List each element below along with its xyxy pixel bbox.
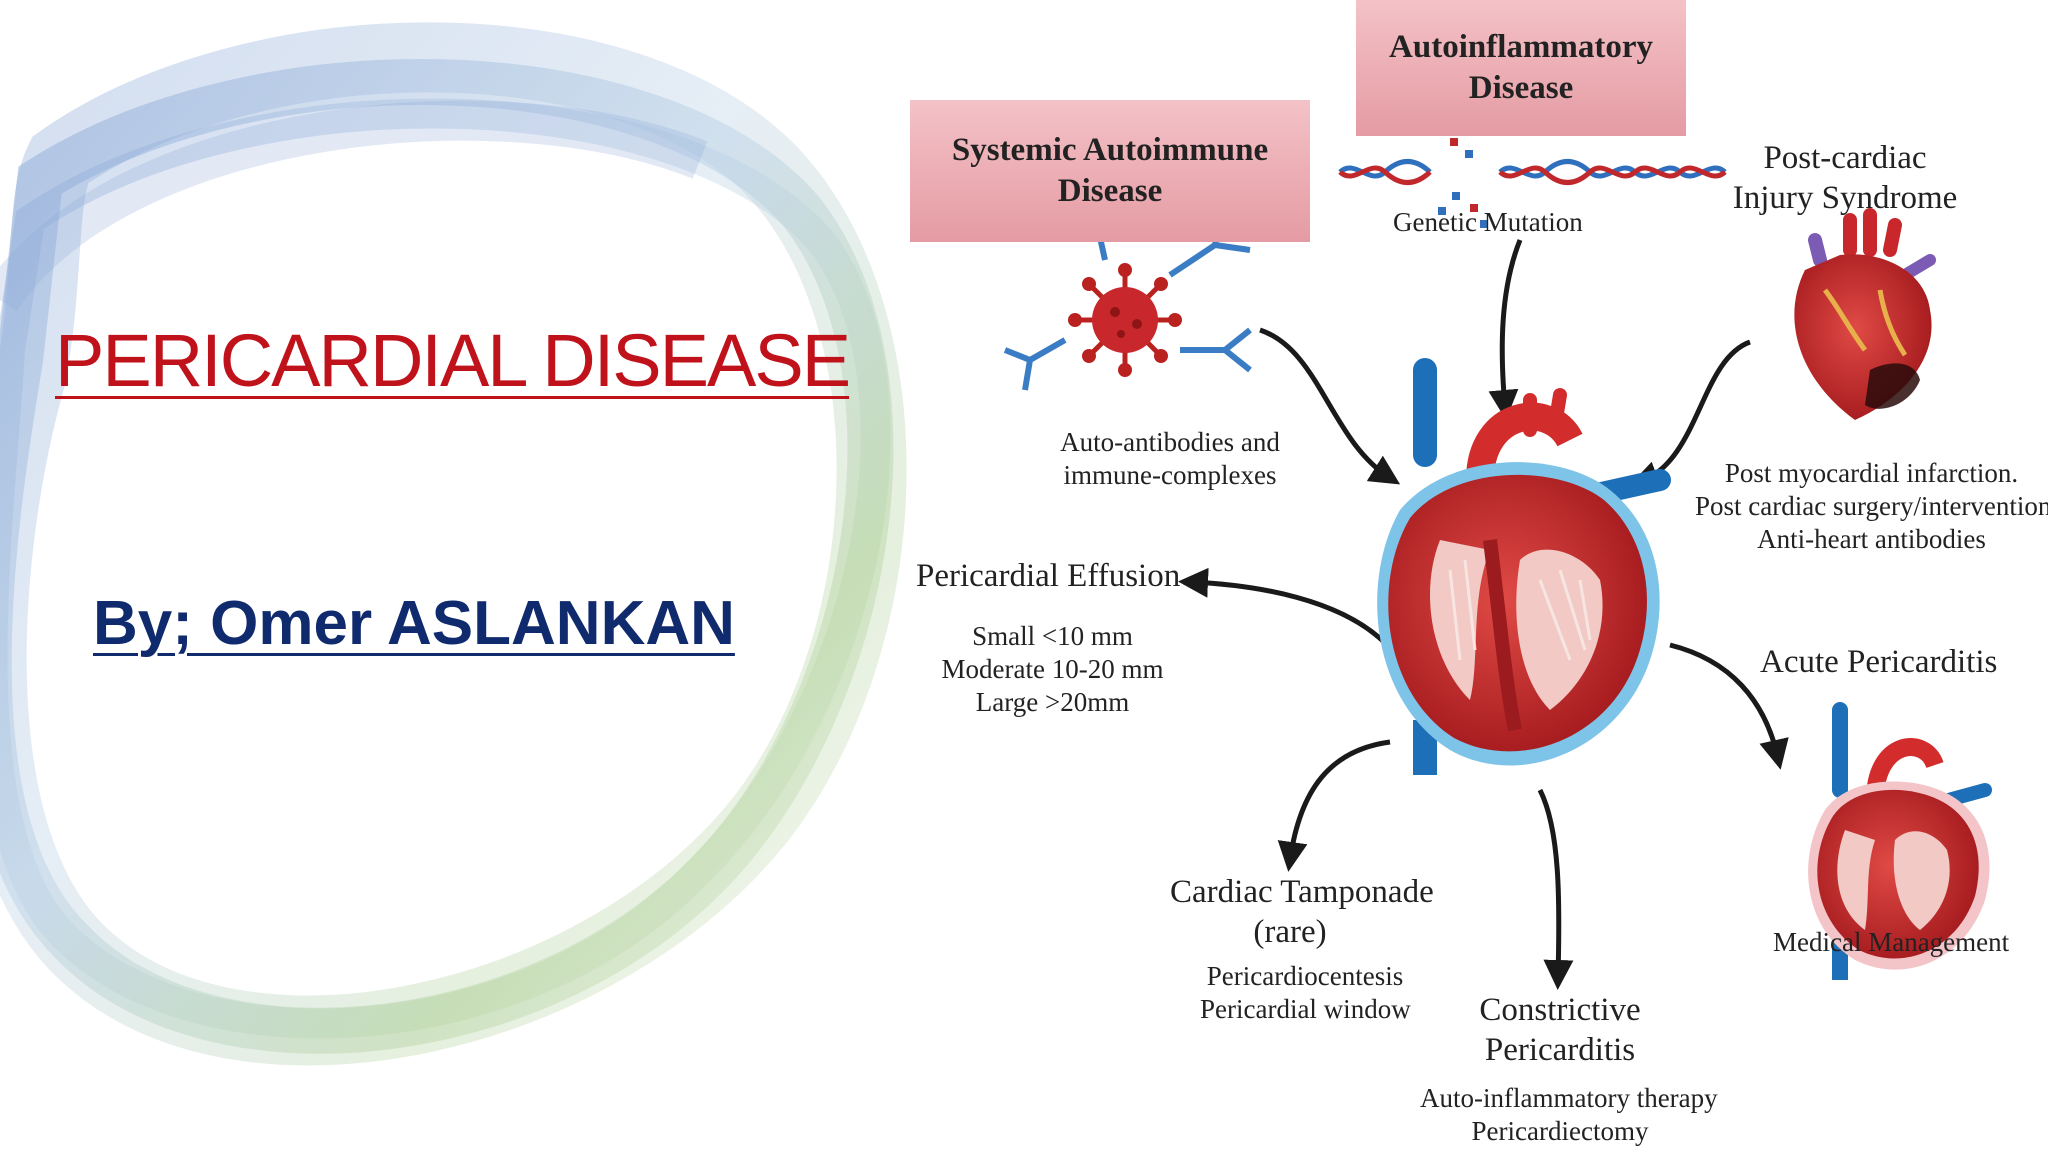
injured-heart-icon: [1794, 215, 1931, 420]
heart-cross-section-icon: [1377, 370, 1660, 775]
arrow-genetic-to-heart: [1502, 240, 1520, 408]
post-cardiac-injury-title: Post-cardiac Injury Syndrome: [1725, 138, 1965, 219]
slide-title: PERICARDIAL DISEASE: [55, 318, 849, 403]
autoinflammatory-box: Autoinflammatory Disease: [1356, 0, 1686, 136]
arrow-heart-to-effusion: [1190, 582, 1384, 642]
systemic-autoimmune-box: Systemic Autoimmune Disease: [910, 100, 1310, 242]
acute-management-label: Medical Management: [1773, 926, 2009, 959]
post-cardiac-causes-label: Post myocardial infarction. Post cardiac…: [1695, 457, 2048, 556]
decorative-ring: [0, 0, 1000, 1152]
effusion-size-list: Small <10 mm Moderate 10-20 mm Large >20…: [930, 620, 1175, 719]
tamponade-management-label: Pericardiocentesis Pericardial window: [1200, 960, 1410, 1026]
acute-pericarditis-title: Acute Pericarditis: [1760, 642, 1997, 682]
constrictive-management-label: Auto-inflammatory therapy Pericardiectom…: [1420, 1082, 1700, 1148]
systemic-autoimmune-label: Systemic Autoimmune Disease: [950, 130, 1270, 213]
pericardial-effusion-title: Pericardial Effusion: [916, 556, 1180, 596]
cardiac-tamponade-title: Cardiac Tamponade (rare): [1170, 872, 1410, 953]
arrow-heart-to-tamponade: [1290, 742, 1390, 860]
constrictive-pericarditis-title: Constrictive Pericarditis: [1440, 990, 1680, 1071]
pericardial-disease-diagram: Systemic Autoimmune Disease Autoinflamma…: [900, 0, 2048, 1152]
autoinflammatory-label: Autoinflammatory Disease: [1371, 27, 1671, 110]
slide-author: By; Omer ASLANKAN: [93, 588, 735, 659]
arrow-heart-to-constrictive: [1540, 790, 1559, 978]
auto-antibodies-label: Auto-antibodies and immune-complexes: [1030, 426, 1310, 492]
genetic-mutation-label: Genetic Mutation: [1393, 206, 1583, 239]
